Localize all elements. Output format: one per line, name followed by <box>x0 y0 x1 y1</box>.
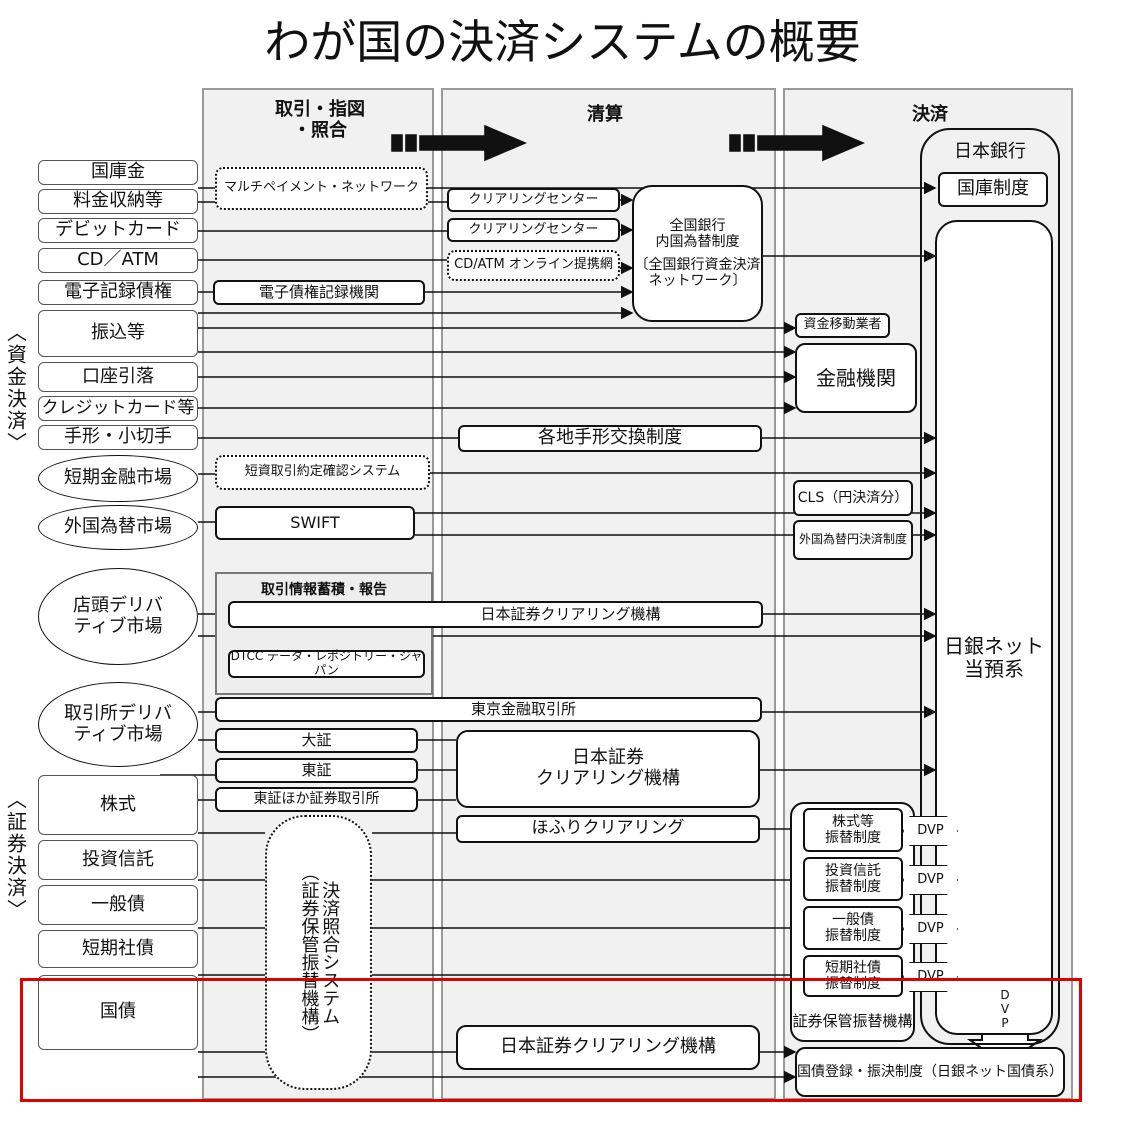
left-item-exchange-derivatives: 取引所デリバ ティブ市場 <box>38 682 198 767</box>
box-investment-trust-transfer: 投資信託 振替制度 <box>803 857 903 901</box>
left-item-stocks: 株式 <box>38 775 198 835</box>
zengin-title: 全国銀行 内国為替制度 <box>655 218 740 251</box>
left-item-jgb: 国債 <box>38 975 198 1050</box>
left-item-otc-derivatives: 店頭デリバ ティブ市場 <box>38 568 198 665</box>
box-clearing-center-1: クリアリングセンター <box>447 188 620 212</box>
dvp-arrow-3: DVP <box>903 914 958 944</box>
box-cls: CLS（円決済分） <box>793 480 913 516</box>
box-stock-transfer: 株式等 振替制度 <box>803 808 903 852</box>
left-item-fx-market: 外国為替市場 <box>38 505 198 550</box>
side-label-funds: 〈資金決済〉 <box>3 322 28 454</box>
left-item-transfers: 振込等 <box>38 310 198 357</box>
dvp-arrow-2: DVP <box>903 865 958 895</box>
left-item-bills-checks: 手形・小切手 <box>38 425 198 450</box>
zengin-network: 〔全国銀行資金決済 ネットワーク〕 <box>634 256 761 289</box>
box-tanshi-system: 短資取引約定確認システム <box>215 455 430 490</box>
left-item-e-receivables: 電子記録債権 <box>38 280 198 305</box>
box-multipayment-network: マルチペイメント・ネットワーク <box>215 167 428 210</box>
header-clearing: 清算 <box>587 103 623 125</box>
box-bojnet-current-account: 日銀ネット 当預系 <box>935 220 1053 1035</box>
box-corporate-bond-transfer: 一般債 振替制度 <box>803 906 903 950</box>
left-item-cd-atm: CD／ATM <box>38 248 198 273</box>
dvp-arrow-1: DVP <box>903 816 958 846</box>
left-item-fee-collection: 料金収納等 <box>38 189 198 214</box>
header-trade: 取引・指図 ・照合 <box>275 98 365 141</box>
box-tse: 東証 <box>215 758 418 783</box>
box-dtcc: DTCC データ・レポジトリー・ジャパン <box>228 649 425 678</box>
box-ose: 大証 <box>215 728 418 753</box>
box-other-exchanges: 東証ほか証券取引所 <box>215 787 418 812</box>
side-label-securities: 〈証券決済〉 <box>3 789 28 921</box>
page-title: わが国の決済システムの概要 <box>264 15 861 70</box>
left-item-direct-debit: 口座引落 <box>38 362 198 392</box>
box-cd-atm-network: CD/ATM オンライン提携網 <box>447 250 620 281</box>
left-item-debit-card: デビットカード <box>38 218 198 243</box>
boj-title: 日本銀行 <box>954 141 1026 162</box>
box-bank-of-japan: 日本銀行 <box>920 128 1060 1045</box>
left-item-national-treasury: 国庫金 <box>38 160 198 185</box>
left-item-money-market: 短期金融市場 <box>38 455 198 502</box>
trade-repository-title: 取引情報蓄積・報告 <box>261 582 387 598</box>
box-jscc-bottom: 日本証券クリアリング機構 <box>456 1025 760 1070</box>
box-jscc-mid: 日本証券 クリアリング機構 <box>456 730 760 808</box>
box-hofuri-clearing: ほふりクリアリング <box>456 815 760 843</box>
box-swift: SWIFT <box>215 506 415 540</box>
box-matching-system: 決済照合システム （証券保管振替機構） <box>265 815 372 1090</box>
box-jscc-wide: 日本証券クリアリング機構 <box>228 601 763 628</box>
box-treasury-system: 国庫制度 <box>938 172 1048 207</box>
highlight-rectangle <box>20 978 1082 1102</box>
box-zengin-system: 全国銀行 内国為替制度 〔全国銀行資金決済 ネットワーク〕 <box>632 185 763 322</box>
box-densai: 電子債権記録機関 <box>213 280 425 305</box>
box-fund-transfer-providers: 資金移動業者 <box>795 313 890 338</box>
box-fx-yen-settlement: 外国為替円決済制度 <box>793 520 913 560</box>
box-tegata-clearing: 各地手形交換制度 <box>458 425 762 452</box>
left-item-investment-trusts: 投資信託 <box>38 840 198 880</box>
header-settlement: 決済 <box>912 103 948 125</box>
left-item-short-term-bonds: 短期社債 <box>38 930 198 968</box>
box-short-term-bond-transfer: 短期社債 振替制度 <box>803 955 903 997</box>
box-clearing-center-2: クリアリングセンター <box>447 218 620 242</box>
dvp-vertical-label: D V P <box>1000 988 1010 1030</box>
left-item-credit-card: クレジットカード等 <box>38 396 198 421</box>
left-item-corporate-bonds: 一般債 <box>38 885 198 925</box>
box-tfx: 東京金融取引所 <box>215 697 762 722</box>
box-financial-institutions: 金融機関 <box>795 343 917 413</box>
box-jgb-book-entry: 国債登録・振決制度（日銀ネット国債系） <box>795 1047 1065 1097</box>
